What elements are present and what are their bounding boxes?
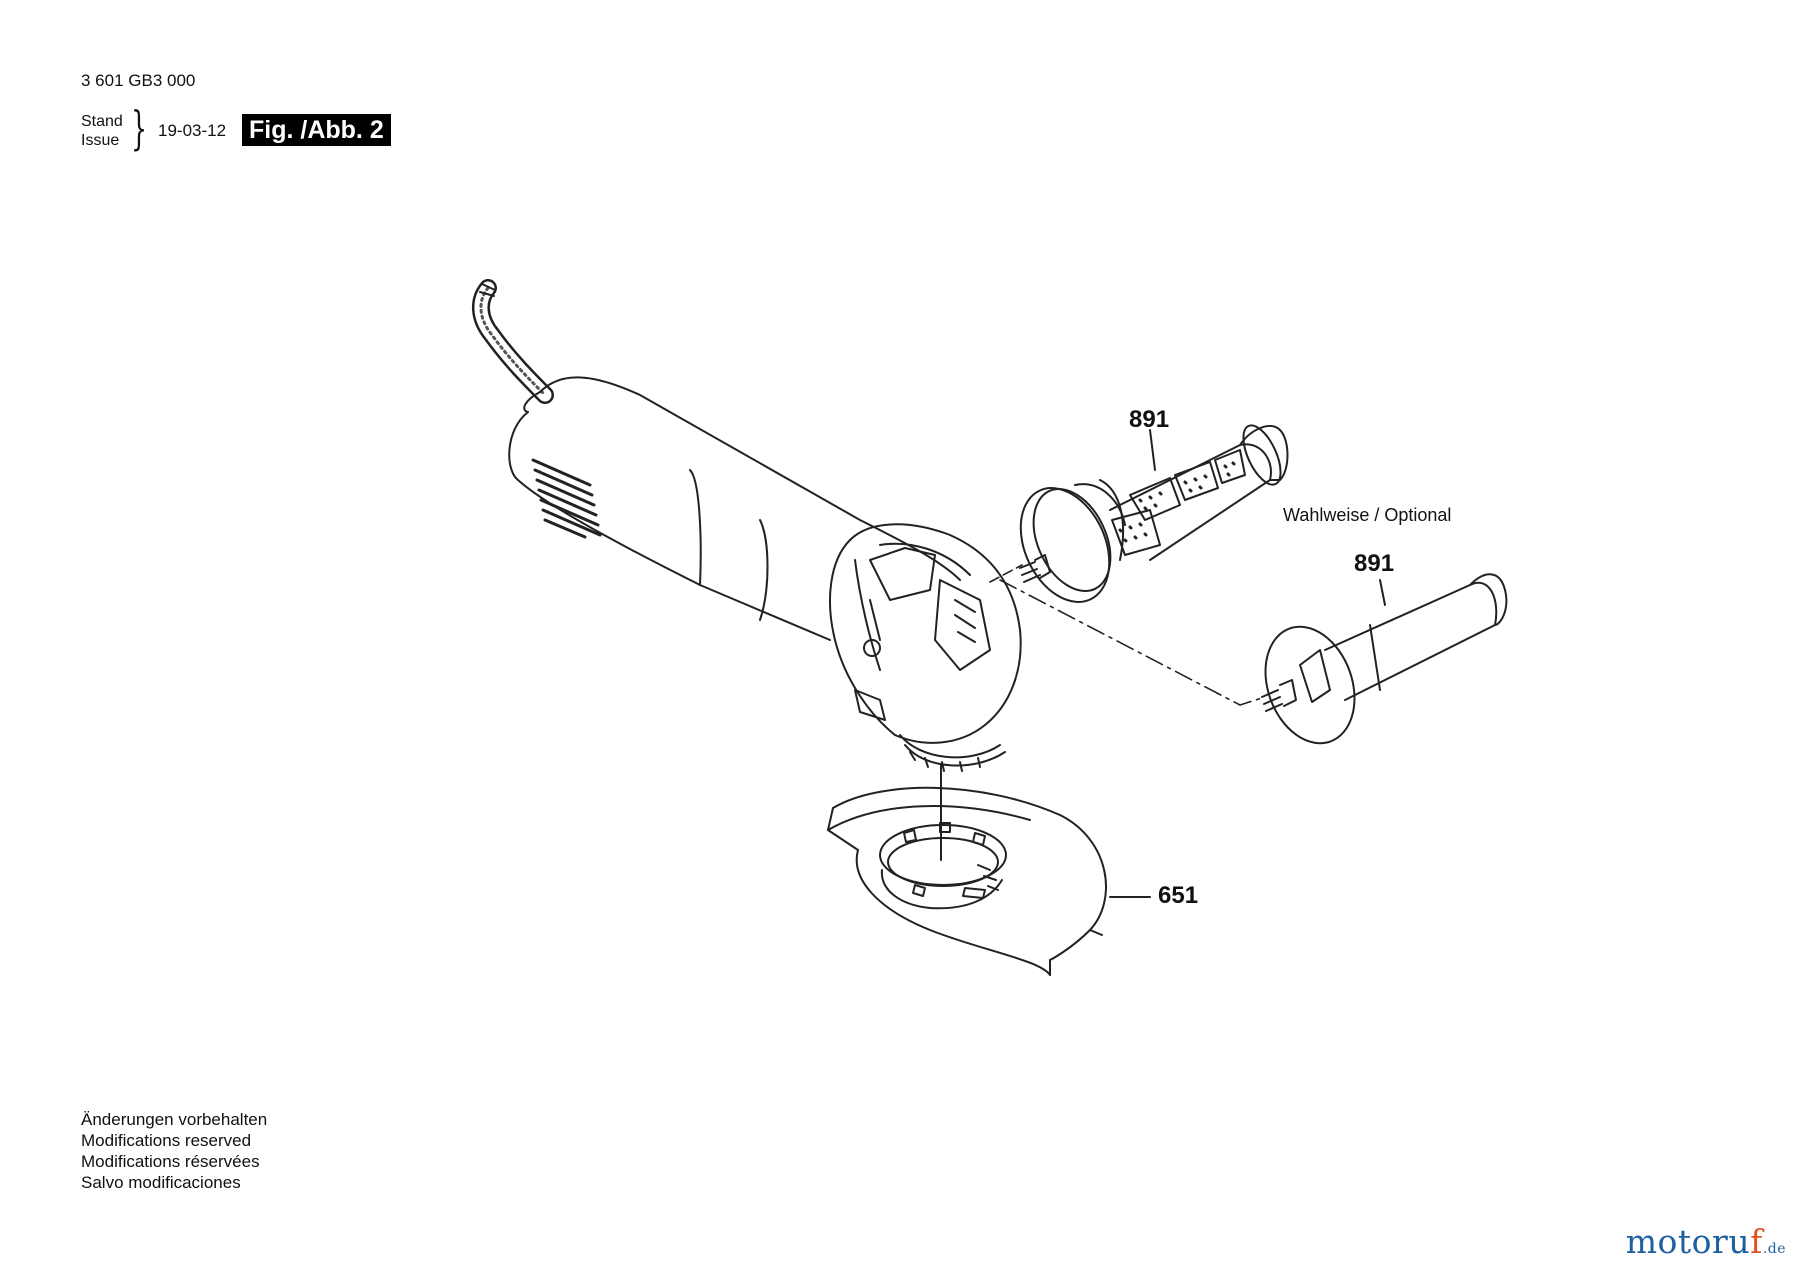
note-en: Modifications reserved — [81, 1131, 252, 1150]
watermark-main: motoru — [1625, 1222, 1751, 1261]
mounting-center-line — [999, 579, 1266, 706]
brace-glyph: } — [131, 101, 148, 155]
callout-651-protective-guard: 651 — [1158, 882, 1199, 909]
air-vents — [531, 458, 602, 539]
handle-top-leader — [1149, 429, 1156, 471]
watermark-accent: f — [1750, 1222, 1763, 1261]
part-number: 3 601 GB3 000 — [81, 71, 196, 90]
stand-issue-labels: Stand Issue — [81, 112, 123, 150]
protective-guard — [827, 786, 1107, 976]
figure-label: Fig. /Abb. 2 — [242, 114, 391, 146]
handle-grip-dots — [1118, 461, 1236, 543]
callout-891-optional-handle: 891 — [1354, 550, 1395, 577]
watermark-tld: .de — [1762, 1241, 1786, 1257]
callout-891-anti-vibration-handle: 891 — [1129, 406, 1170, 433]
handle-optional-leader — [1379, 579, 1386, 606]
note-es: Salvo modificaciones — [81, 1173, 241, 1192]
note-de: Änderungen vorbehalten — [81, 1110, 268, 1129]
optional-label: Wahlweise / Optional — [1283, 505, 1452, 525]
modification-notes: Änderungen vorbehalten Modifications res… — [81, 1109, 267, 1193]
gear-head — [829, 523, 1022, 772]
stand-label: Stand — [81, 113, 123, 130]
handle-anti-vibration — [1019, 424, 1289, 603]
angle-grinder-body — [508, 376, 961, 641]
handle-standard-optional — [1261, 573, 1508, 745]
note-fr: Modifications réservées — [81, 1152, 260, 1171]
power-cable — [472, 279, 554, 404]
top-handle-axis — [989, 564, 1023, 583]
issue-label: Issue — [81, 132, 120, 149]
issue-date: 19-03-12 — [158, 121, 227, 140]
watermark-logo: motoruf.de — [1626, 1222, 1786, 1261]
